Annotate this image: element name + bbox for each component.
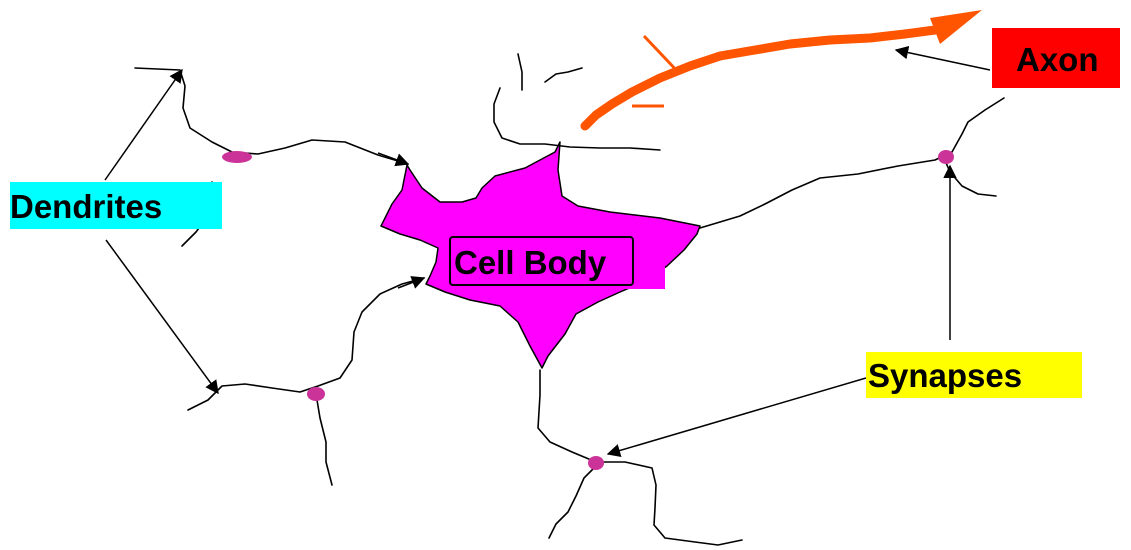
dendrite-lower-left-branch [316, 394, 332, 485]
cell-body-label-frame [449, 236, 634, 286]
branch-top-c [494, 88, 660, 150]
dendrites-pointer-upper [105, 70, 182, 180]
dendrite-lower-left [188, 278, 424, 410]
branch-top-a [518, 54, 522, 90]
dendrites-label: Dendrites [10, 182, 222, 229]
axon-pointer [896, 50, 990, 70]
branch-top-b [545, 68, 582, 82]
dendrite-right [700, 98, 1004, 228]
axon-label: Axon [992, 28, 1120, 88]
synapse-dot-right [938, 150, 954, 164]
axon-tick-upper [644, 36, 680, 74]
dendrite-upper-left [135, 68, 408, 164]
synapses-label: Synapses [866, 352, 1082, 398]
dendrite-right-branch [944, 158, 996, 196]
dendrite-arrow-into-body-lower [398, 278, 424, 288]
axon-arrow [585, 10, 982, 126]
dendrite-arrow-into-body-upper [378, 153, 408, 164]
synapses [222, 150, 954, 470]
dendrite-bottom-branch [549, 466, 596, 538]
axon-arrow-head [930, 10, 982, 44]
synapse-dot-bottom [588, 456, 604, 470]
dendrites-pointer-lower [106, 240, 218, 393]
synapse-dot-lower-left [307, 387, 325, 401]
synapse-dot-upper-left [222, 151, 252, 163]
dendrite-bottom [538, 370, 742, 545]
synapses-pointer-lower [608, 378, 866, 454]
